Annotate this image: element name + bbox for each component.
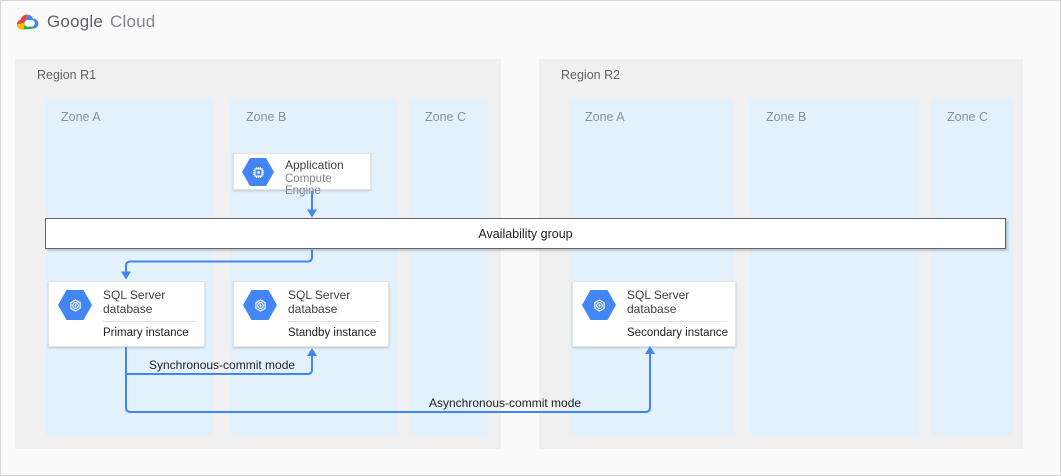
application-card-title: Application: [285, 158, 344, 172]
zone-r2-c: Zone C: [931, 99, 1013, 436]
logo-product-text: Cloud: [110, 12, 156, 31]
sql-primary-card: SQL Server database Primary instance: [48, 281, 205, 347]
zone-r1-a: Zone A: [45, 99, 213, 436]
region-r2-label: Region R2: [561, 68, 621, 82]
sql-secondary-card: SQL Server database Secondary instance: [572, 281, 736, 347]
google-cloud-logo-icon: [15, 12, 40, 32]
zone-r2-b: Zone B: [750, 99, 919, 436]
google-cloud-logo: Google Cloud: [15, 9, 155, 35]
sql-server-icon: [58, 290, 92, 320]
region-r1: Region R1 Zone A Zone B Zone C: [15, 59, 501, 449]
sql-server-icon: [243, 290, 277, 320]
application-card-subtitle: Compute Engine: [285, 173, 332, 197]
sql-standby-card-title: SQL Server database: [288, 288, 351, 316]
sql-secondary-card-title: SQL Server database: [627, 288, 690, 316]
sql-secondary-instance-label: Secondary instance: [627, 327, 729, 339]
zone-r2-b-label: Zone B: [766, 110, 807, 124]
card-divider: [288, 321, 380, 322]
sql-server-icon: [582, 290, 616, 320]
zone-r1-c-label: Zone C: [425, 110, 466, 124]
zone-r2-c-label: Zone C: [947, 110, 988, 124]
availability-group-bar: Availability group: [45, 218, 1006, 249]
sync-commit-mode-label: Synchronous-commit mode: [149, 358, 296, 372]
zone-r2-a: Zone A: [569, 99, 734, 436]
application-card: Application Compute Engine: [233, 153, 371, 197]
async-commit-mode-label: Asynchronous-commit mode: [429, 396, 582, 410]
zone-r1-b-label: Zone B: [246, 110, 287, 124]
sql-primary-instance-label: Primary instance: [103, 327, 189, 339]
region-r1-label: Region R1: [37, 68, 97, 82]
card-divider: [627, 321, 727, 322]
sql-standby-card: SQL Server database Standby instance: [233, 281, 389, 347]
zone-r2-a-label: Zone A: [585, 110, 625, 124]
logo-brand-text: Google: [47, 12, 104, 31]
region-r2: Region R2 Zone A Zone B Zone C: [539, 59, 1023, 449]
zone-r1-b: Zone B: [230, 99, 398, 436]
availability-group-label: Availability group: [478, 226, 573, 241]
zone-r1-c: Zone C: [409, 99, 488, 436]
card-divider: [103, 321, 196, 322]
compute-engine-icon: [242, 158, 274, 186]
zone-r1-a-label: Zone A: [61, 110, 101, 124]
sql-primary-card-title: SQL Server database: [103, 288, 166, 316]
sql-standby-instance-label: Standby instance: [288, 327, 377, 339]
